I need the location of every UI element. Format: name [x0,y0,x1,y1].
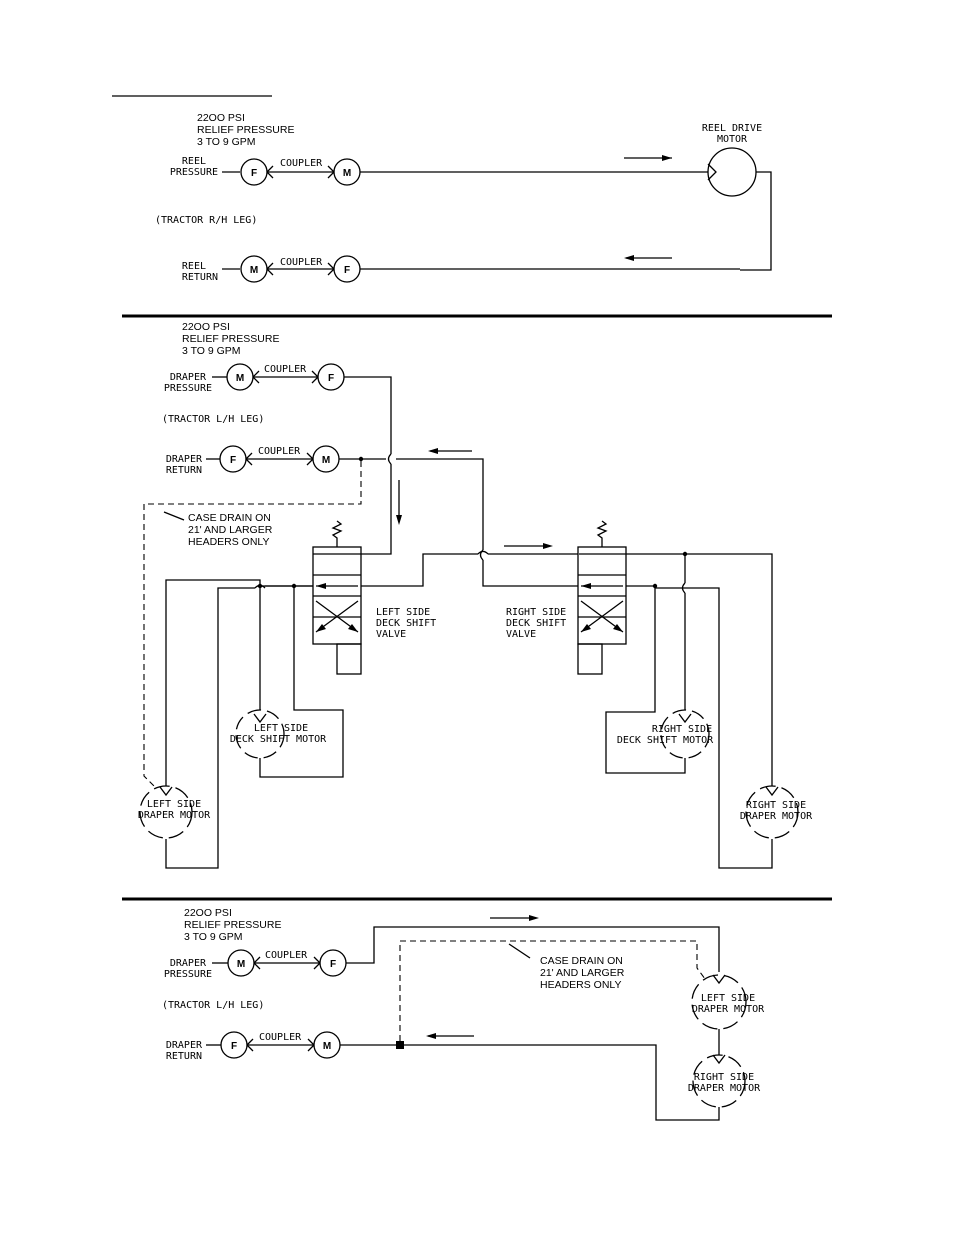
tractor-leg-label: (TRACTOR R/H LEG) [155,215,257,226]
reel-drive-circuit: 22OO PSI RELIEF PRESSURE 3 TO 9 GPM REEL… [112,95,772,283]
female-label: F [231,1041,237,1052]
reel-drive-motor-label-2: MOTOR [717,134,748,145]
coupler-label: COUPLER [280,158,323,169]
female-label: F [330,959,336,970]
spec-line-2: RELIEF PRESSURE [182,333,279,345]
male-label: M [237,959,245,970]
reel-return-label: REEL [182,261,206,272]
spec-line-3: 3 TO 9 GPM [184,931,243,943]
right-valve-label-3: VALVE [506,629,536,640]
draper-pressure-label: DRAPER [170,958,207,969]
left-shift-motor-label-2: DECK SHIFT MOTOR [230,734,327,745]
right-valve-label: RIGHT SIDE [506,607,566,618]
case-drain-label-2: 21' AND LARGER [188,524,273,536]
case-drain-label: CASE DRAIN ON [188,512,271,524]
reel-return-label-2: RETURN [182,272,218,283]
spec-line-2: RELIEF PRESSURE [197,124,294,136]
tractor-leg-label: (TRACTOR L/H LEG) [162,1000,264,1011]
draper-pressure-label-2: PRESSURE [164,383,212,394]
coupler-label: COUPLER [280,257,323,268]
case-drain-label-3: HEADERS ONLY [540,979,622,991]
draper-pressure-label-2: PRESSURE [164,969,212,980]
spec-line-3: 3 TO 9 GPM [197,136,256,148]
reel-pressure-label-2: PRESSURE [170,167,218,178]
left-draper-motor-label-2: DRAPER MOTOR [138,810,211,821]
right-draper-motor-label: RIGHT SIDE [694,1072,754,1083]
left-shift-motor-label: LEFT SIDE [254,723,308,734]
spec-line-2: RELIEF PRESSURE [184,919,281,931]
draper-circuit: 22OO PSI RELIEF PRESSURE 3 TO 9 GPM DRAP… [162,907,765,1121]
draper-return-label: DRAPER [166,1040,203,1051]
left-draper-motor-label: LEFT SIDE [701,993,755,1004]
case-drain-label-2: 21' AND LARGER [540,967,625,979]
right-shift-motor-label-2: DECK SHIFT MOTOR [617,735,714,746]
right-valve-label-2: DECK SHIFT [506,618,566,629]
right-draper-motor: RIGHT SIDE DRAPER MOTOR [740,785,813,839]
left-valve-label-3: VALVE [376,629,406,640]
left-valve-label: LEFT SIDE [376,607,430,618]
left-draper-motor-label-2: DRAPER MOTOR [692,1004,765,1015]
right-shift-motor-label: RIGHT SIDE [652,724,712,735]
coupler-label: COUPLER [265,950,308,961]
spec-line-3: 3 TO 9 GPM [182,345,241,357]
female-label: F [344,265,350,276]
male-label: M [323,1041,331,1052]
spec-line-1: 22OO PSI [184,907,232,919]
draper-pressure-label: DRAPER [170,372,207,383]
deck-shift-circuit: 22OO PSI RELIEF PRESSURE 3 TO 9 GPM DRAP… [138,321,813,869]
case-drain-label: CASE DRAIN ON [540,955,623,967]
female-label: F [230,455,236,466]
spec-line-1: 22OO PSI [182,321,230,333]
left-deck-shift-valve [312,520,362,675]
male-label: M [250,265,258,276]
reel-drive-motor-label: REEL DRIVE [702,123,762,134]
female-label: F [328,373,334,384]
coupler-label: COUPLER [258,446,301,457]
male-label: M [236,373,244,384]
coupler-label: COUPLER [259,1032,302,1043]
right-draper-motor-label-2: DRAPER MOTOR [740,811,813,822]
coupler-label: COUPLER [264,364,307,375]
left-draper-motor: LEFT SIDE DRAPER MOTOR [138,785,211,839]
right-deck-shift-motor: RIGHT SIDE DECK SHIFT MOTOR [617,709,714,759]
left-draper-motor: LEFT SIDE DRAPER MOTOR [691,974,765,1030]
left-valve-label-2: DECK SHIFT [376,618,436,629]
male-label: M [322,455,330,466]
draper-return-label-2: RETURN [166,465,202,476]
female-label: F [251,168,257,179]
left-deck-shift-motor: LEFT SIDE DECK SHIFT MOTOR [230,709,327,759]
case-drain-label-3: HEADERS ONLY [188,536,270,548]
right-draper-motor-label: RIGHT SIDE [746,800,806,811]
male-label: M [343,168,351,179]
right-deck-shift-valve [577,520,627,675]
spec-line-1: 22OO PSI [197,112,245,124]
draper-return-label-2: RETURN [166,1051,202,1062]
right-draper-motor: RIGHT SIDE DRAPER MOTOR [688,1054,761,1108]
junction-node [396,1041,404,1049]
left-draper-motor-label: LEFT SIDE [147,799,201,810]
tractor-leg-label: (TRACTOR L/H LEG) [162,414,264,425]
draper-return-label: DRAPER [166,454,203,465]
reel-pressure-label: REEL [182,156,206,167]
right-draper-motor-label-2: DRAPER MOTOR [688,1083,761,1094]
